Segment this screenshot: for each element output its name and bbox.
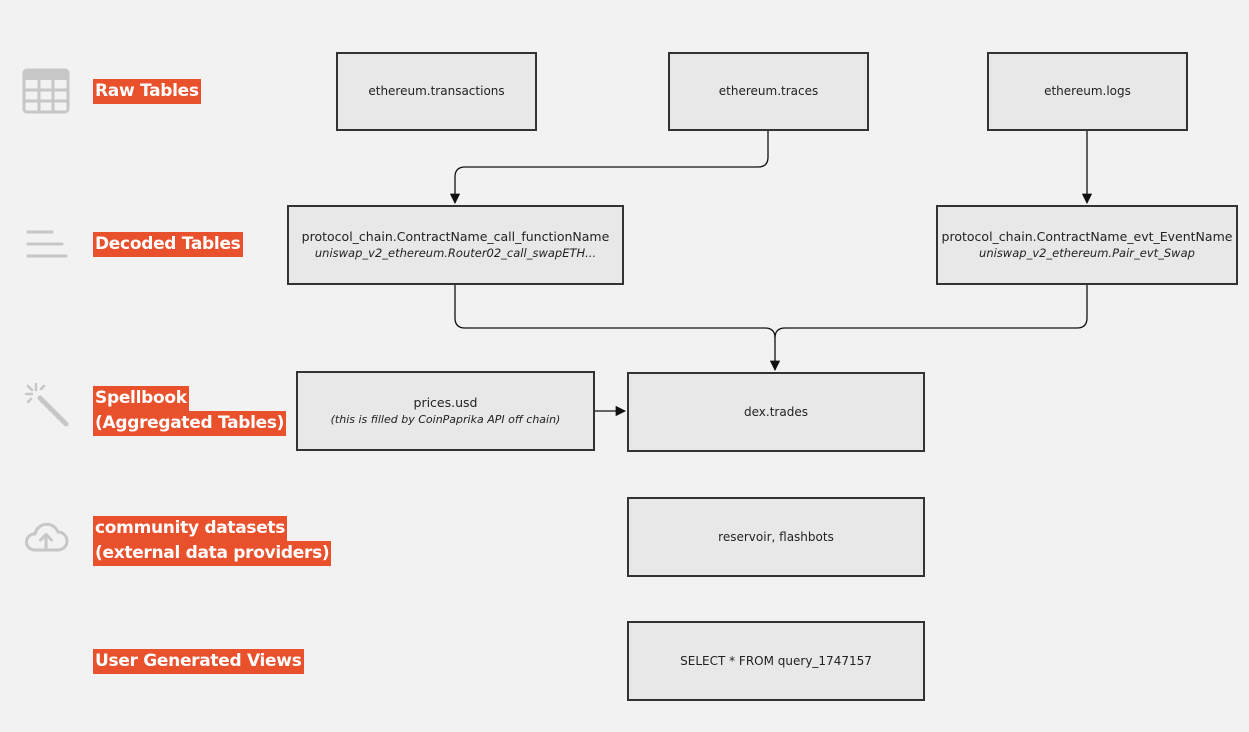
layer-label-decoded-tables: Decoded Tables — [93, 232, 243, 257]
edge-decoded-evt-to-dex-trades — [774, 285, 1088, 339]
layer-label-user-generated-views: User Generated Views — [93, 649, 304, 674]
layer-label-spellbook: Spellbook (Aggregated Tables) — [93, 386, 287, 436]
cloud-upload-icon — [25, 522, 69, 552]
layer-label-line: (external data providers) — [93, 541, 332, 566]
layer-label-line: User Generated Views — [93, 649, 304, 674]
layer-label-community-datasets: community datasets (external data provid… — [93, 516, 332, 566]
node-title: ethereum.transactions — [368, 84, 505, 98]
node-prices-usd[interactable]: prices.usd (this is filled by CoinPaprik… — [296, 371, 595, 451]
edge-traces-to-decoded-call — [449, 131, 769, 205]
node-user-generated-view[interactable]: SELECT * FROM query_1747157 — [627, 621, 925, 701]
node-title: protocol_chain.ContractName_evt_EventNam… — [941, 229, 1233, 244]
edge-decoded-call-to-dex-trades — [454, 285, 781, 372]
node-dex-trades[interactable]: dex.trades — [627, 372, 925, 452]
node-subtitle: uniswap_v2_ethereum.Pair_evt_Swap — [979, 246, 1195, 260]
layer-label-line: Raw Tables — [93, 79, 201, 104]
node-subtitle: uniswap_v2_ethereum.Router02_call_swapET… — [314, 246, 597, 260]
node-ethereum-logs[interactable]: ethereum.logs — [987, 52, 1188, 131]
node-community-datasets[interactable]: reservoir, flashbots — [627, 497, 925, 577]
layer-label-raw-tables: Raw Tables — [93, 79, 201, 104]
node-title: dex.trades — [744, 404, 808, 419]
layer-label-line: Spellbook — [93, 386, 189, 411]
node-title: ethereum.logs — [1044, 84, 1131, 98]
table-grid-icon — [22, 68, 70, 114]
node-title: protocol_chain.ContractName_call_functio… — [301, 229, 610, 244]
node-title: prices.usd — [413, 395, 478, 410]
node-subtitle: (this is filled by CoinPaprika API off c… — [330, 413, 561, 426]
text-lines-icon — [26, 230, 68, 258]
node-title: ethereum.traces — [718, 84, 819, 98]
layer-label-line: (Aggregated Tables) — [93, 411, 287, 436]
node-title: reservoir, flashbots — [718, 529, 834, 544]
node-decoded-evt[interactable]: protocol_chain.ContractName_evt_EventNam… — [936, 205, 1238, 285]
layer-label-line: Decoded Tables — [93, 232, 243, 257]
magic-wand-icon — [24, 382, 69, 427]
node-ethereum-transactions[interactable]: ethereum.transactions — [336, 52, 537, 131]
node-title: SELECT * FROM query_1747157 — [680, 653, 872, 668]
node-ethereum-traces[interactable]: ethereum.traces — [668, 52, 869, 131]
node-decoded-call[interactable]: protocol_chain.ContractName_call_functio… — [287, 205, 624, 285]
layer-label-line: community datasets — [93, 516, 288, 541]
